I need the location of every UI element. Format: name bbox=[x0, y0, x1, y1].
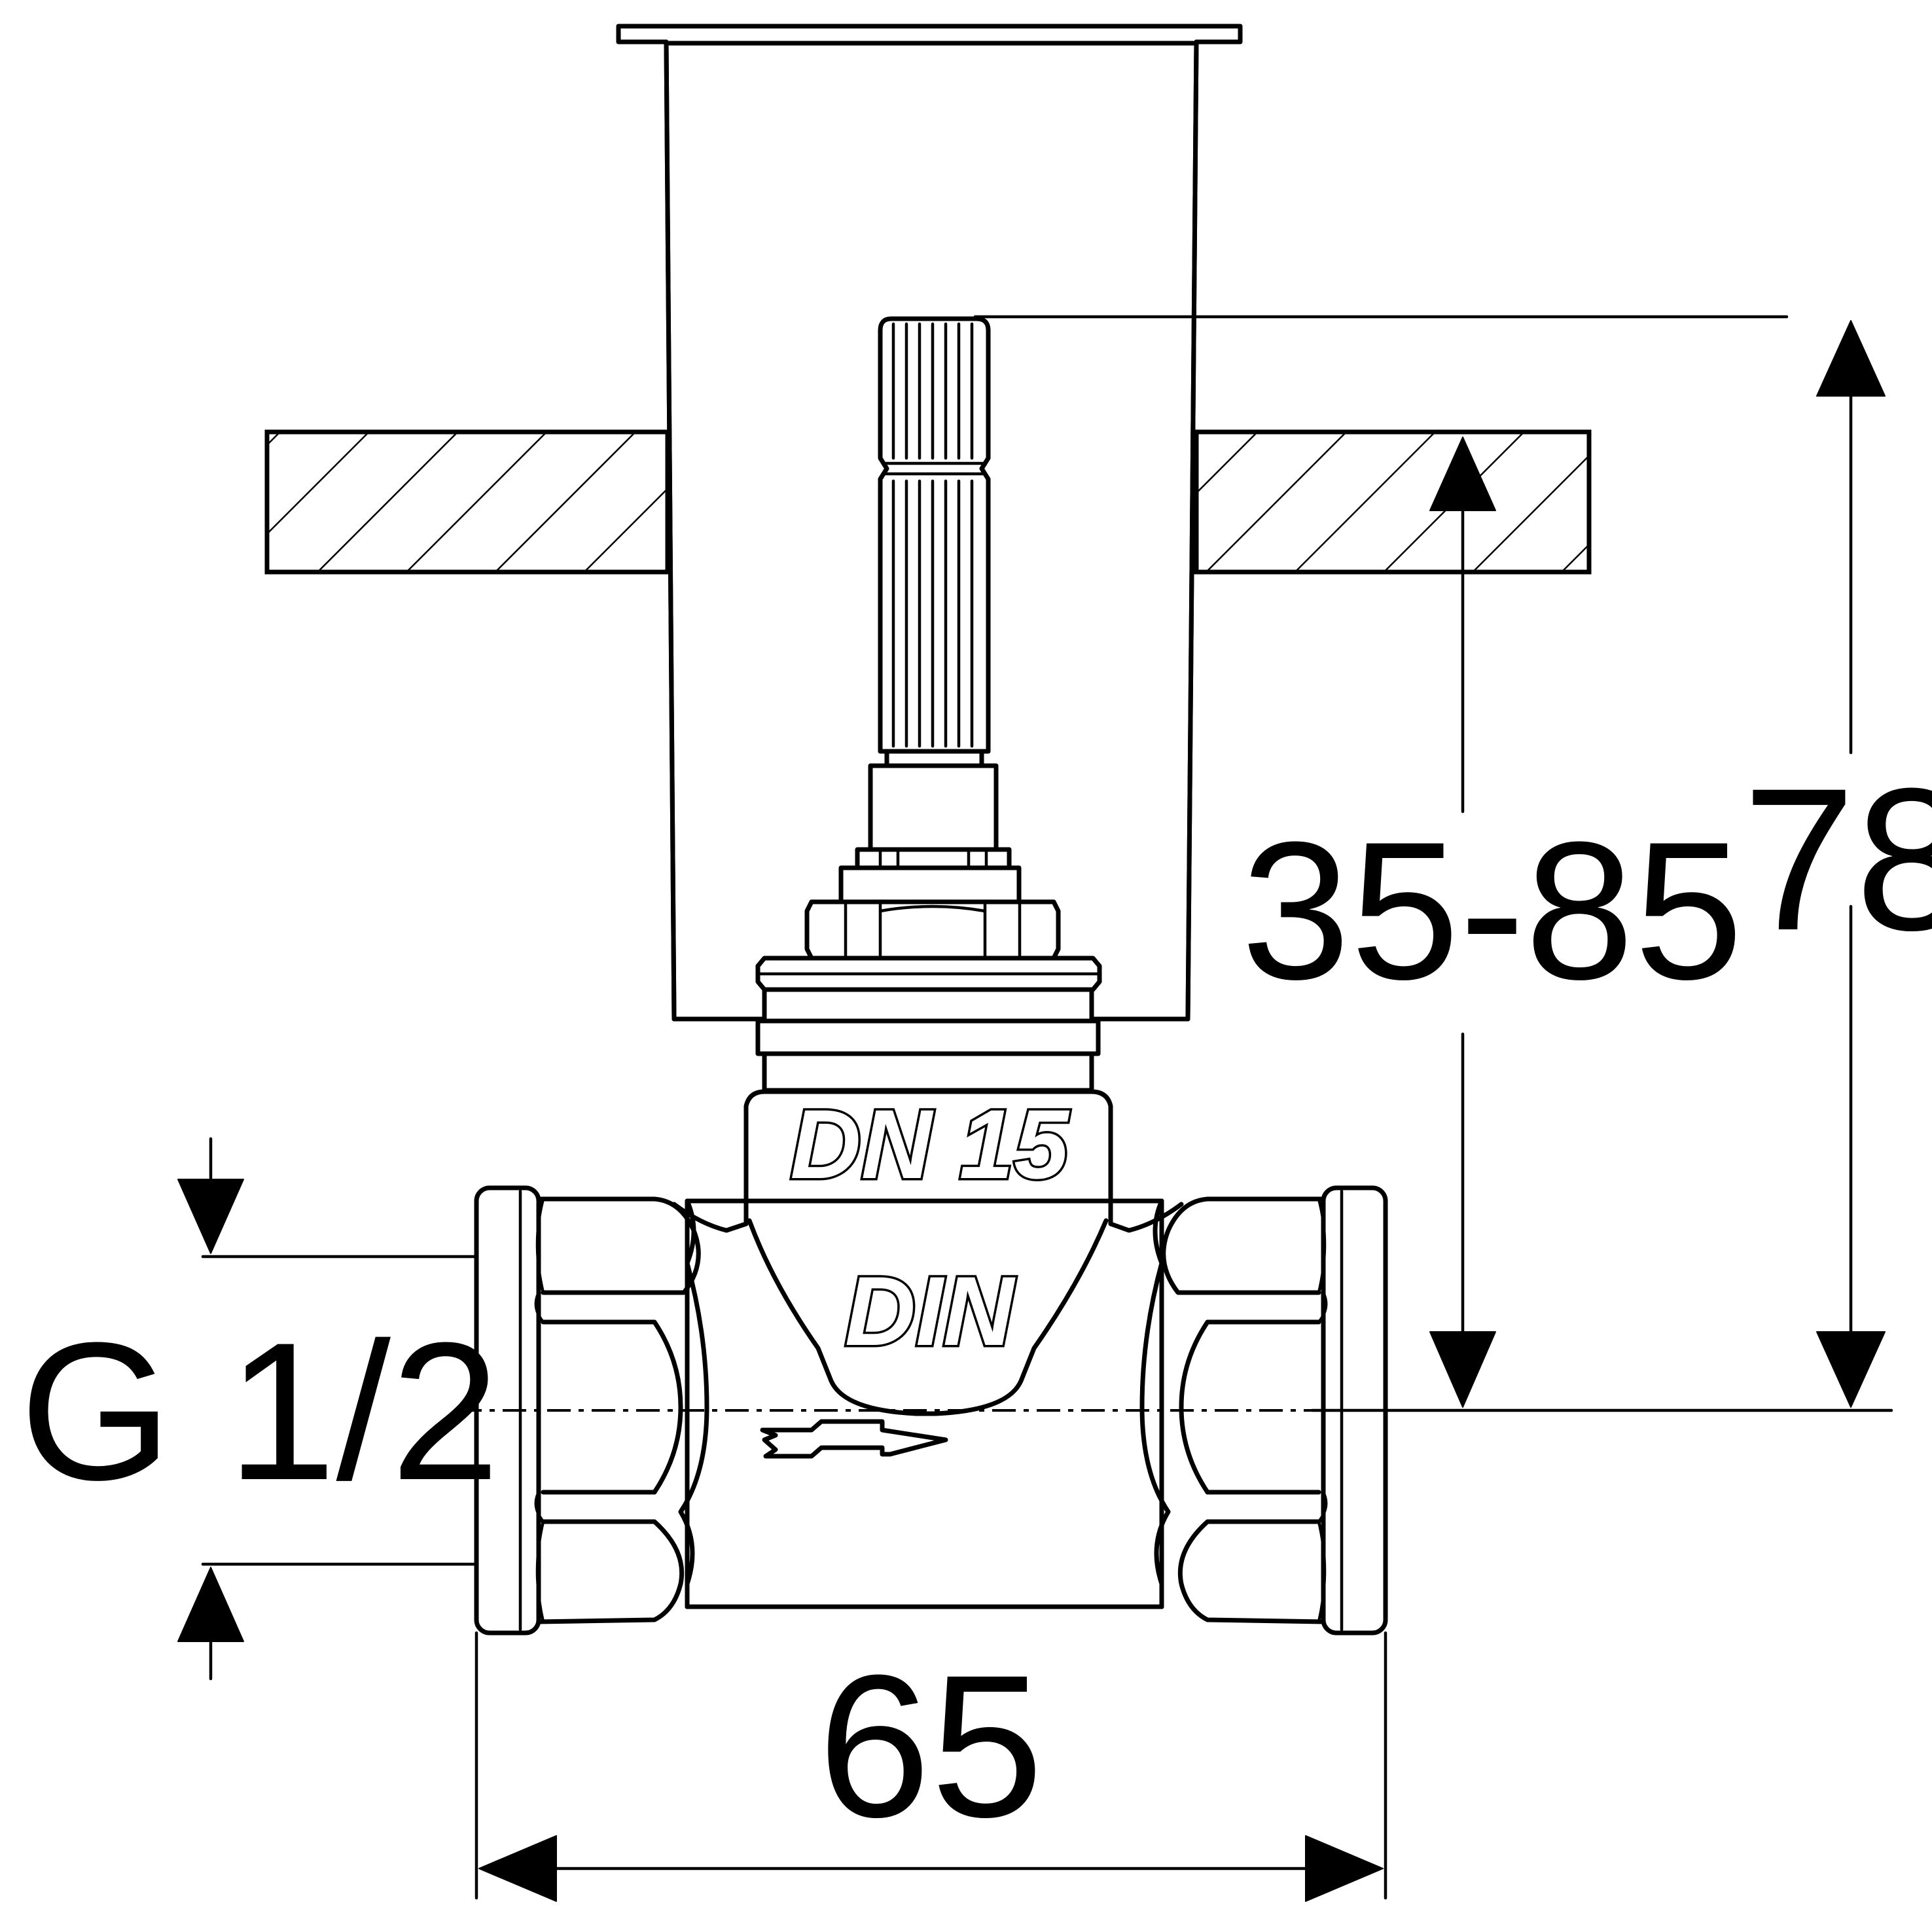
body-center-bulge bbox=[747, 1218, 1109, 1416]
dimension-range: 35-85 bbox=[1241, 437, 1744, 1408]
body-left-neck bbox=[678, 1198, 709, 1609]
dim-arrow-thread-top bbox=[177, 1179, 244, 1254]
mark-din: DIN bbox=[845, 1256, 1016, 1366]
body-top-edge bbox=[671, 1089, 1184, 1233]
wall-section bbox=[264, 429, 1592, 575]
spindle bbox=[855, 316, 1012, 870]
dim-arrow-left bbox=[478, 1835, 557, 1902]
flow-direction-arrow-icon bbox=[760, 1419, 948, 1459]
valve-body bbox=[671, 1089, 1184, 1609]
body-right-neck bbox=[1139, 1198, 1171, 1609]
spindle-splines bbox=[882, 322, 987, 748]
mark-dn15: DN 15 bbox=[790, 1089, 1070, 1199]
dimension-height: 78 bbox=[973, 315, 1932, 1412]
bonnet bbox=[755, 956, 1102, 1093]
spindle-ring bbox=[855, 847, 1012, 870]
left-end-hex bbox=[536, 1196, 701, 1624]
dim-arrow-down bbox=[1816, 1331, 1886, 1408]
dim-arrow-wall bbox=[1429, 437, 1496, 511]
dim-arrow-thread-bottom bbox=[177, 1567, 244, 1642]
dim-label-35-85: 35-85 bbox=[1241, 800, 1743, 1020]
dim-arrow-right bbox=[1305, 1835, 1384, 1902]
dim-arrow-up bbox=[1816, 320, 1886, 397]
bonnet-flange-base bbox=[762, 1051, 1094, 1093]
dim-label-65: 65 bbox=[818, 1632, 1044, 1859]
dimension-thread: G 1/2 bbox=[20, 1137, 500, 1681]
spindle-neck bbox=[868, 763, 999, 852]
dim-label-g-1-2: G 1/2 bbox=[20, 1301, 500, 1521]
hex-nut bbox=[804, 865, 1061, 961]
dimension-length: 65 bbox=[474, 1631, 1387, 1902]
bonnet-flange-lower bbox=[755, 1018, 1101, 1056]
wall-left-block bbox=[264, 429, 670, 575]
right-end-hex bbox=[1161, 1196, 1326, 1624]
dim-arrow-center bbox=[1429, 1331, 1496, 1408]
bonnet-flange-mid bbox=[762, 987, 1094, 1024]
nut-washer bbox=[838, 865, 1022, 904]
wall-right-block bbox=[1194, 429, 1592, 575]
dim-label-78: 78 bbox=[1743, 745, 1932, 973]
